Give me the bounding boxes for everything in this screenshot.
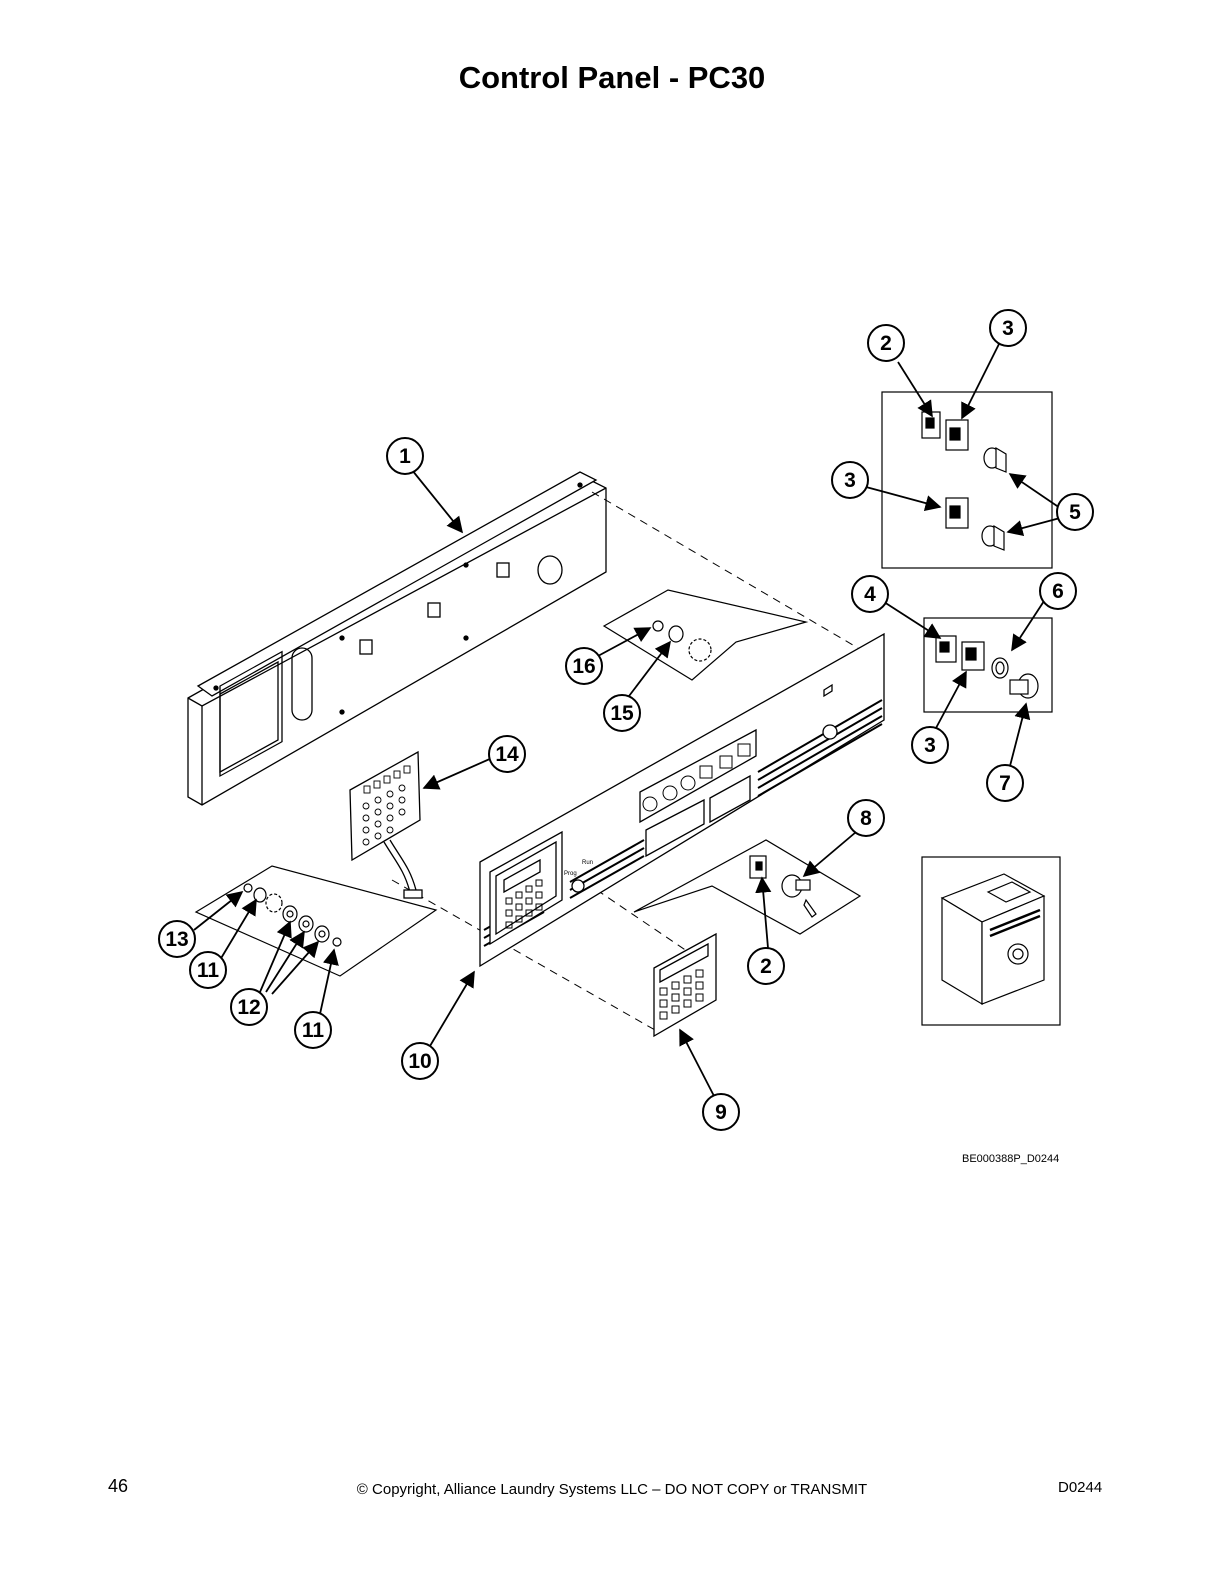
figure-id: BE000388P_D0244	[962, 1153, 1060, 1165]
front-control-panel-part: Prog Run	[479, 632, 885, 968]
callout-circle	[230, 988, 268, 1026]
callout-number: 3	[924, 734, 936, 757]
callout-7: 7	[986, 764, 1024, 802]
callout-circle	[702, 1093, 740, 1131]
callout-circle	[1056, 493, 1094, 531]
callout-2: 2	[747, 947, 785, 985]
callout-16: 16	[565, 647, 603, 685]
callout-number: 14	[495, 743, 519, 766]
callout-10: 10	[401, 1042, 439, 1080]
callout-12: 12	[230, 988, 268, 1026]
callout-circle	[989, 309, 1027, 347]
callout-circle	[986, 764, 1024, 802]
back-panel-part	[187, 471, 607, 806]
callout-circle	[294, 1011, 332, 1049]
callout-number: 10	[408, 1050, 431, 1073]
callout-3: 3	[989, 309, 1027, 347]
callout-circle	[386, 437, 424, 475]
callout-number: 5	[1069, 501, 1081, 524]
callout-number: 2	[880, 332, 892, 355]
keyswitch-inset	[633, 839, 862, 935]
callout-circle	[831, 461, 869, 499]
callout-number: 8	[860, 807, 872, 830]
display-board-part	[349, 750, 423, 899]
callout-number: 2	[760, 955, 772, 978]
run-label: Run	[582, 860, 593, 866]
callout-number: 1	[399, 445, 411, 468]
leader-arrows	[193, 341, 1061, 1097]
callout-circle	[158, 920, 196, 958]
machine-thumbnail	[921, 856, 1061, 1026]
callout-number: 6	[1052, 580, 1064, 603]
callout-number: 9	[715, 1101, 727, 1124]
callout-circle	[1039, 572, 1077, 610]
callout-circle	[847, 799, 885, 837]
callout-11: 11	[294, 1011, 332, 1049]
callout-number: 11	[197, 959, 220, 982]
callout-number: 3	[1002, 317, 1014, 340]
washer-nut-inset	[602, 589, 809, 681]
callout-2: 2	[867, 324, 905, 362]
hardware-inset	[194, 865, 438, 977]
callout-15: 15	[603, 694, 641, 732]
callout-number: 11	[302, 1019, 325, 1042]
selector-switch-inset	[881, 391, 1053, 569]
copyright-notice: © Copyright, Alliance Laundry Systems LL…	[356, 1481, 868, 1498]
callout-circle	[747, 947, 785, 985]
callout-number: 12	[237, 996, 260, 1019]
callout-1: 1	[386, 437, 424, 475]
callout-circle	[565, 647, 603, 685]
prog-label: Prog	[564, 871, 577, 877]
callout-11: 11	[189, 951, 227, 989]
callout-circle	[851, 575, 889, 613]
callout-number: 4	[864, 583, 876, 606]
callout-6: 6	[1039, 572, 1077, 610]
callout-number: 7	[999, 772, 1011, 795]
callout-circle	[603, 694, 641, 732]
callout-number: 3	[844, 469, 856, 492]
callout-13: 13	[158, 920, 196, 958]
callout-14: 14	[488, 735, 526, 773]
callout-circle	[488, 735, 526, 773]
callout-4: 4	[851, 575, 889, 613]
page-title: Control Panel - PC30	[458, 60, 766, 95]
callout-circle	[867, 324, 905, 362]
document-id: D0244	[1058, 1479, 1103, 1496]
callout-5: 5	[1056, 493, 1094, 531]
callout-number: 16	[572, 655, 595, 678]
callout-circle	[911, 726, 949, 764]
callout-9: 9	[702, 1093, 740, 1131]
callout-8: 8	[847, 799, 885, 837]
page-number: 46	[108, 1476, 129, 1496]
callout-circle	[401, 1042, 439, 1080]
callout-3: 3	[831, 461, 869, 499]
pushbutton-inset	[923, 617, 1053, 713]
callout-3: 3	[911, 726, 949, 764]
callout-number: 15	[610, 702, 634, 725]
callout-circle	[189, 951, 227, 989]
callout-number: 13	[165, 928, 188, 951]
keypad-overlay-part	[653, 932, 717, 1038]
